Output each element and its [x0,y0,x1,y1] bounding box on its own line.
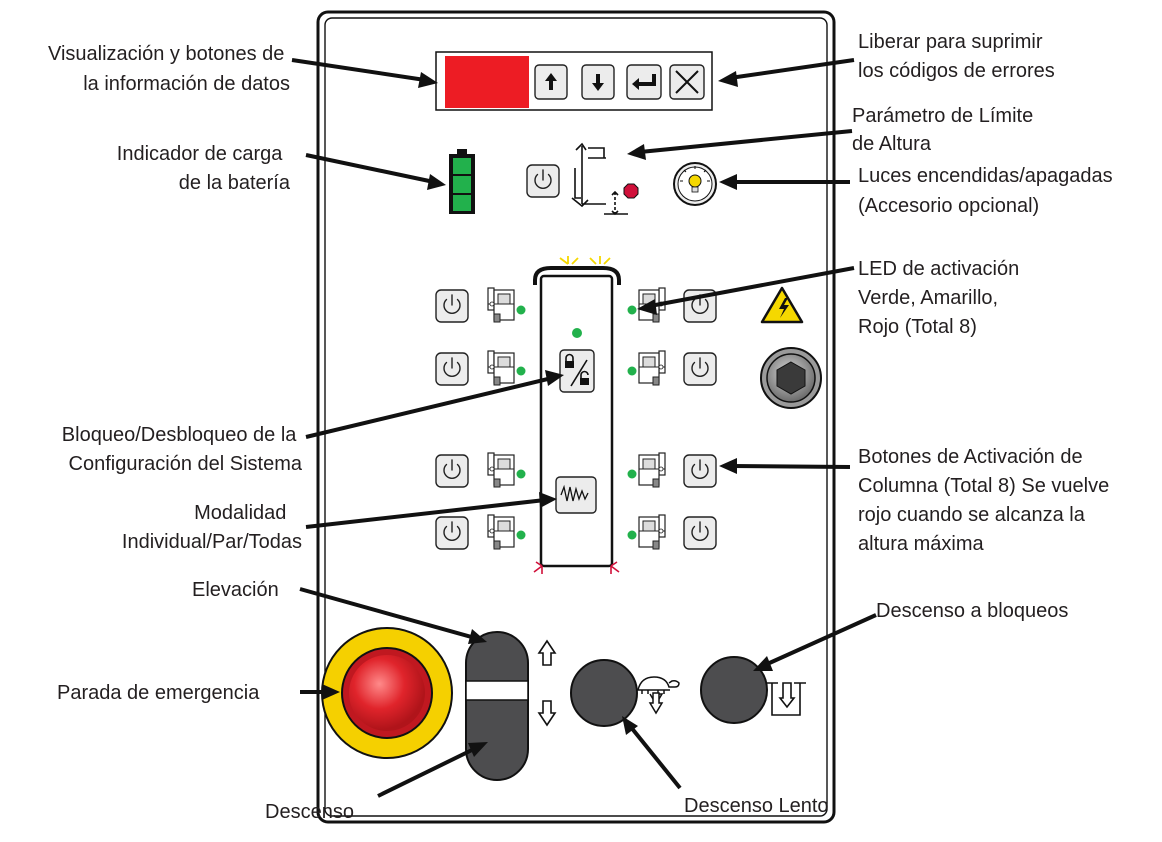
column-button-7[interactable] [683,454,717,488]
enter-button[interactable] [626,64,662,100]
slow-lower-button[interactable] [570,659,638,727]
label-raise: Elevación [192,579,279,601]
key-switch[interactable] [760,347,822,409]
mode-icon [560,484,589,502]
column-button-8[interactable] [683,516,717,550]
panel-inner-frame [324,17,828,817]
emergency-stop-button[interactable] [321,627,453,759]
label-lower-to-locks: Descenso a bloqueos [876,600,1068,622]
label-mode: Modalidad Individual/Par/Todas [122,502,302,553]
lock-unlock-icon [565,353,589,387]
height-limit-icon [571,142,628,216]
stop-sign-icon [623,183,639,199]
label-column-buttons: Botones de Activación de Columna (Total … [858,446,1115,555]
label-lights: Luces encendidas/apagadas (Accesorio opc… [858,165,1118,217]
label-slow-lower: Descenso Lento [684,795,829,817]
label-height-limit: Parámetro de Límite de Altura [852,105,1039,155]
column-button-2[interactable] [435,352,469,386]
enter-icon [632,74,656,90]
down-button[interactable] [581,64,615,100]
battery-indicator [449,149,475,214]
column-button-1[interactable] [435,289,469,323]
lower-arrow-icon [537,700,557,727]
height-limit-button[interactable] [526,164,560,198]
label-display-buttons: Visualización y botones de la informació… [48,43,290,95]
actuators-right [627,288,666,549]
leader-arrows [291,58,877,798]
actuators-left [487,287,526,550]
column-button-3[interactable] [435,454,469,488]
up-button[interactable] [534,64,568,100]
raise-arrow-icon [537,639,557,666]
lock-unlock-button[interactable] [559,349,595,393]
column-button-6[interactable] [683,352,717,386]
labels: Visualización y botones de la informació… [48,31,1118,823]
warning-high-voltage-icon [760,286,804,324]
close-icon [675,70,699,94]
up-arrow-icon [545,73,557,90]
lights-button[interactable] [673,162,717,206]
label-emergency-stop: Parada de emergencia [57,682,260,704]
label-led: LED de activación Verde, Amarillo, Rojo … [858,258,1025,338]
clear-button[interactable] [669,64,705,100]
label-battery: Indicador de carga de la batería [117,143,291,194]
down-arrow-icon [592,74,604,91]
lower-to-locks-button[interactable] [700,656,768,724]
turtle-icon [636,676,680,715]
lightbulb-icon [680,166,710,193]
mode-button[interactable] [555,476,597,514]
display-panel [435,51,713,111]
data-display-screen [445,56,529,108]
column-button-4[interactable] [435,516,469,550]
label-release-errors: Liberar para suprimir los códigos de err… [858,31,1055,82]
lower-to-locks-icon [766,682,806,716]
label-lower: Descenso [265,801,354,823]
lift-outline [533,256,621,574]
label-lock: Bloqueo/Desbloqueo de la Configuración d… [62,424,303,475]
